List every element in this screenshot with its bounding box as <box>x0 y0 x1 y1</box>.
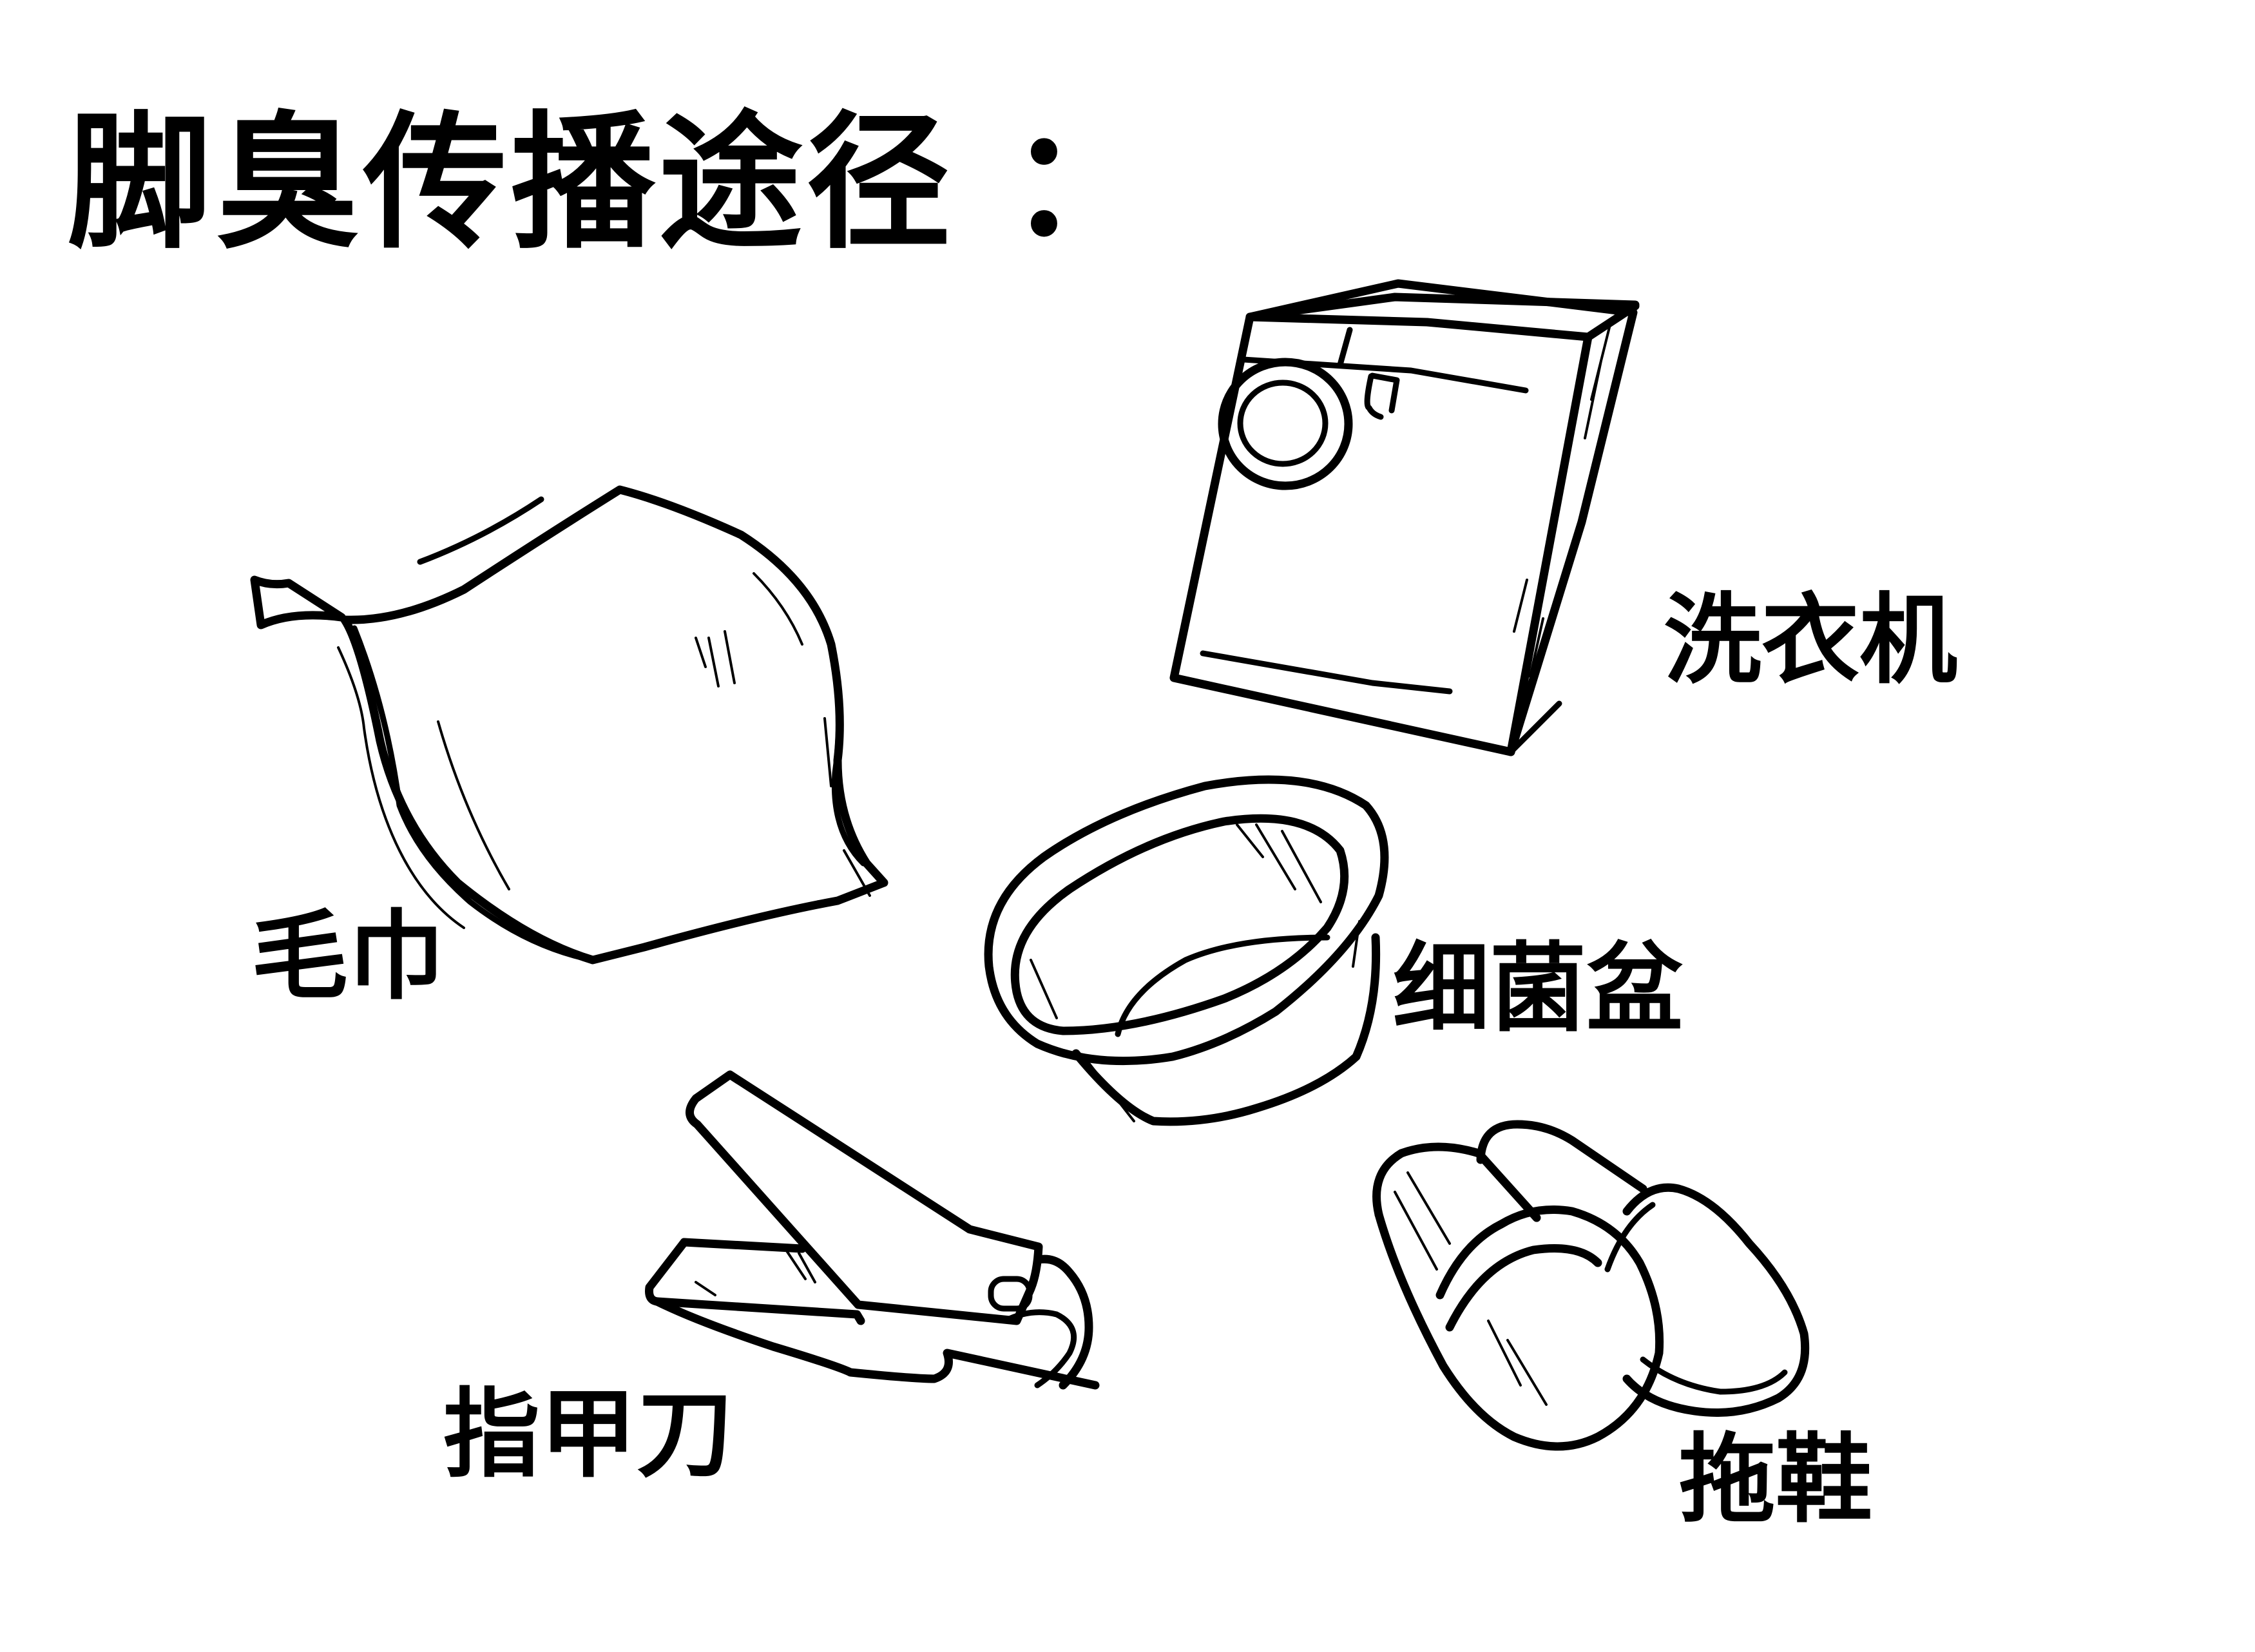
towel-icon <box>250 485 888 965</box>
nail-clipper-icon <box>645 1070 1100 1390</box>
slipper-label: 拖鞋 <box>1679 1424 1873 1536</box>
basin-icon <box>984 775 1389 1126</box>
towel-label: 毛巾 <box>251 901 445 1013</box>
basin-label: 细菌盆 <box>1393 933 1684 1045</box>
slippers-icon <box>1372 1120 1810 1451</box>
nail-clipper-label: 指甲刀 <box>443 1379 734 1491</box>
washer-label: 洗衣机 <box>1664 583 1957 697</box>
washing-machine-icon <box>1169 279 1640 756</box>
page-title: 脚臭传播途径 ： <box>68 97 1156 269</box>
